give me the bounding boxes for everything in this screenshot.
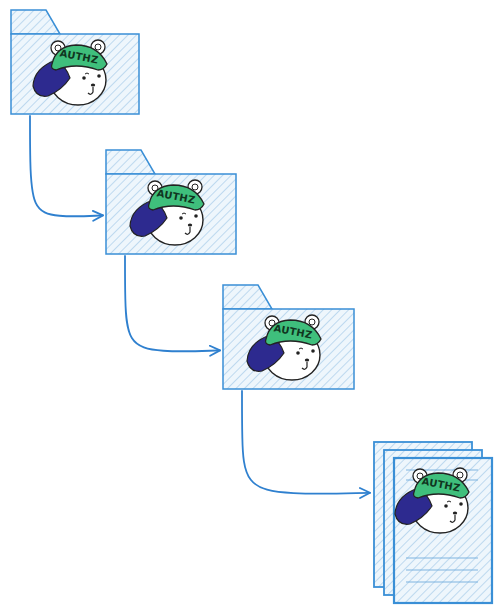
folder-tab [11,10,60,34]
text-line [406,581,478,582]
folder-body [223,309,354,389]
text-line [406,569,478,570]
folder-node: AUTHZ [222,283,355,390]
flow-arrow [30,116,103,216]
folder-node: AUTHZ [105,148,237,255]
folder-tab [106,150,155,174]
document-page [394,458,492,603]
folder-node: AUTHZ [10,8,140,115]
flow-arrow [242,391,370,494]
bear-mascot [372,440,495,605]
document-stack: AUTHZ [372,440,495,605]
text-line [406,557,478,558]
folder-body [106,174,236,254]
folder-tab [223,285,272,309]
folder-body [11,34,139,114]
flow-arrow [125,256,220,351]
